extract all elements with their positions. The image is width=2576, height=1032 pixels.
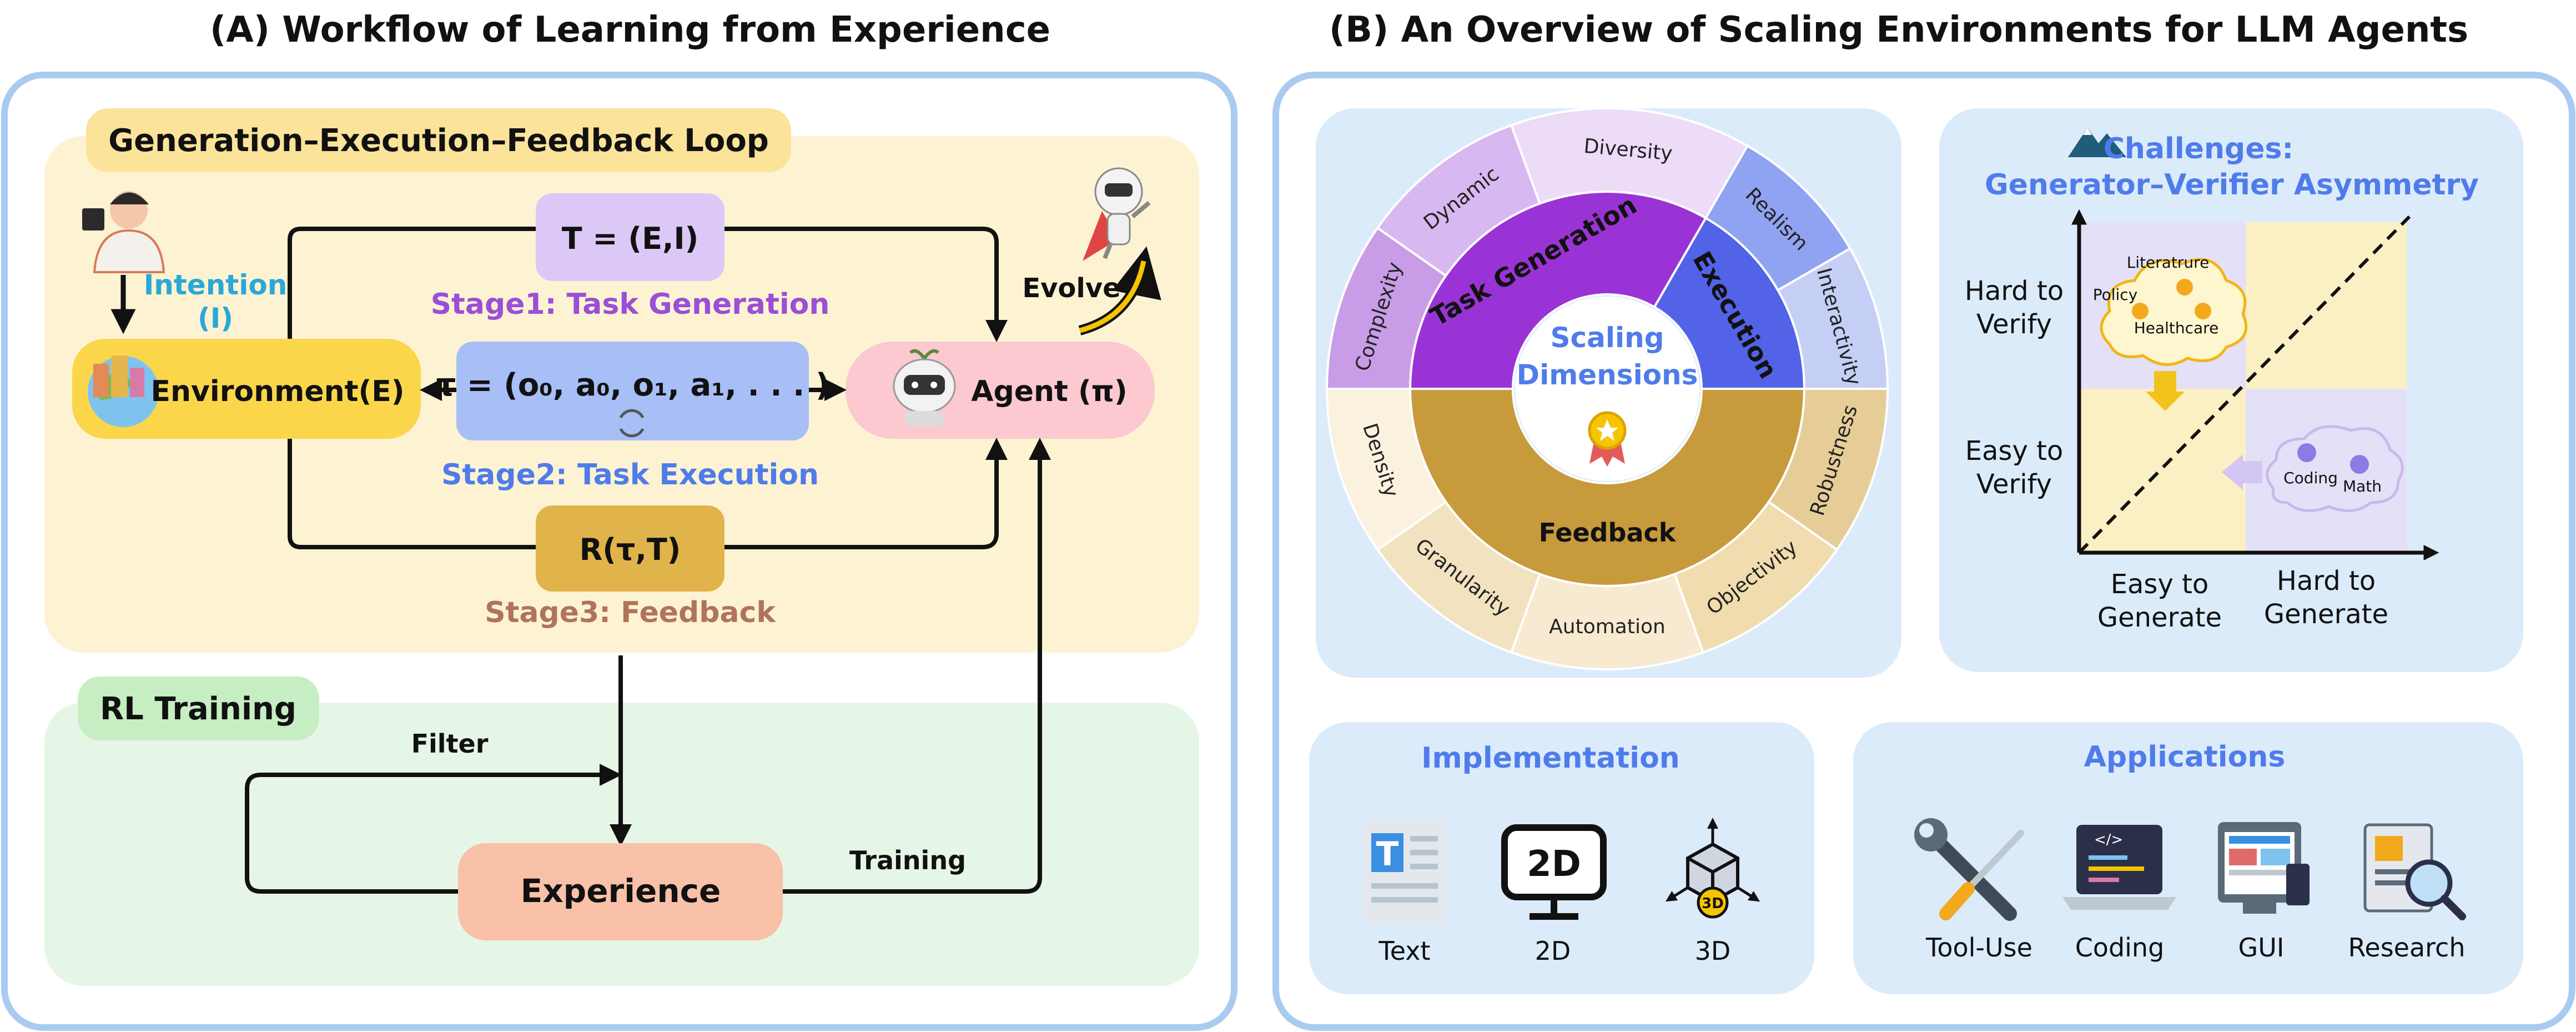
- tool-use-icon: [1914, 818, 2024, 921]
- scaling-wheel: ComplexityDynamicDiversityRealismInterac…: [1325, 107, 1889, 670]
- filter-label: Filter: [411, 729, 489, 759]
- loop-label: Generation–Execution–Feedback Loop: [108, 123, 769, 159]
- robot-icon: [893, 349, 956, 427]
- app-research-label: Research: [2348, 933, 2466, 963]
- gui-icon: [2218, 822, 2310, 914]
- challenges-title-line2: Generator–Verifier Asymmetry: [1985, 168, 2479, 202]
- loop-label-box: [86, 108, 791, 172]
- coding-laptop-icon: </>: [2062, 825, 2176, 910]
- cloud-hard-to-verify: [2100, 258, 2248, 366]
- research-icon: [2363, 823, 2466, 920]
- challenges-title-line1: Challenges:: [2104, 132, 2293, 166]
- applications-card: [1853, 722, 2523, 994]
- impl-2d-label: 2D: [1535, 936, 1571, 966]
- trajectory-box-label: τ = (o₀, a₀, o₁, a₁, . . . ): [436, 367, 830, 403]
- svg-text:2D: 2D: [1527, 844, 1581, 885]
- cloud1-policy: Policy: [2093, 285, 2138, 304]
- app-gui-label: GUI: [2238, 933, 2285, 963]
- intention-symbol: (I): [198, 302, 233, 334]
- task-box-label: T = (E,I): [562, 221, 699, 256]
- impl-3d-label: 3D: [1695, 936, 1731, 966]
- 3d-cube-icon: 3D: [1665, 818, 1760, 919]
- cloud2-coding: Coding: [2283, 469, 2338, 487]
- arrow-task-to-agent: [724, 227, 1008, 342]
- star-icon: [1596, 419, 1618, 441]
- experience-node: [458, 843, 783, 940]
- x-easy-line1: Easy to: [2111, 569, 2209, 600]
- wheel-center-line2: Dimensions: [1517, 359, 1698, 391]
- y-hard-line2: Verify: [1976, 309, 2052, 340]
- cloud1-literature: Literatrure: [2127, 253, 2210, 272]
- cloud1-healthcare: Healthcare: [2134, 319, 2219, 337]
- wheel-inner-label: Feedback: [1539, 518, 1677, 548]
- svg-text:</>: </>: [2094, 831, 2123, 848]
- training-label: Training: [849, 845, 966, 875]
- 2d-monitor-icon: 2D: [1501, 824, 1607, 920]
- wheel-center: [1515, 297, 1699, 481]
- x-hard-line2: Generate: [2264, 599, 2388, 630]
- task-box: [536, 193, 724, 281]
- panel-b-title: (B) An Overview of Scaling Environments …: [1329, 9, 2468, 51]
- feedback-box: [536, 505, 724, 592]
- filter-loop-arrow: [245, 764, 622, 894]
- panel-a-title: (A) Workflow of Learning from Experience: [210, 9, 1050, 51]
- cloud-easy-to-verify: [2266, 425, 2404, 513]
- trajectory-box: [456, 342, 809, 440]
- stage1-label: Stage1: Task Generation: [431, 288, 830, 321]
- text-icon: T: [1363, 819, 1446, 925]
- rl-label-box: [78, 677, 319, 740]
- globe-icon: [88, 355, 159, 427]
- mountain-icon: [2068, 128, 2126, 157]
- stage2-label: Stage2: Task Execution: [441, 458, 819, 492]
- applications-title: Applications: [2084, 740, 2286, 774]
- quadrant-bottom-left: [2079, 389, 2246, 553]
- impl-text-label: Text: [1378, 936, 1430, 966]
- x-hard-line1: Hard to: [2277, 565, 2376, 597]
- user-icon: [82, 191, 165, 273]
- wheel-center-line1: Scaling: [1550, 322, 1664, 354]
- intention-label: Intention: [144, 269, 288, 301]
- y-easy-line2: Verify: [1976, 469, 2052, 500]
- rl-label: RL Training: [100, 691, 296, 727]
- environment-node: [72, 339, 421, 439]
- environment-label: Environment(E): [150, 375, 404, 408]
- y-hard-line1: Hard to: [1965, 275, 2064, 307]
- app-coding-label: Coding: [2075, 933, 2165, 963]
- experience-label: Experience: [521, 872, 721, 910]
- svg-text:3D: 3D: [1702, 895, 1724, 912]
- implementation-title: Implementation: [1421, 742, 1680, 775]
- arrow-experience-to-agent: [783, 438, 1051, 894]
- superhero-robot-icon: [1083, 167, 1151, 261]
- arrow-feedback-to-agent: [724, 438, 1008, 549]
- app-tool-use-label: Tool-Use: [1925, 933, 2032, 963]
- arrow-env-to-task: [288, 227, 536, 339]
- svg-text:T: T: [1376, 835, 1399, 874]
- x-easy-line2: Generate: [2097, 602, 2222, 633]
- evolve-label: Evolve: [1022, 273, 1120, 304]
- cloud2-arrow: [2222, 454, 2262, 490]
- wheel-outer-segment: [1325, 388, 1447, 552]
- stage3-label: Stage3: Feedback: [485, 596, 776, 629]
- agent-label: Agent (π): [971, 375, 1127, 408]
- feedback-box-label: R(τ,T): [580, 532, 681, 567]
- cloud1-arrow: [2146, 371, 2185, 411]
- arrow-env-to-feedback: [288, 439, 536, 549]
- y-easy-line1: Easy to: [1965, 435, 2064, 467]
- cloud2-math: Math: [2343, 477, 2382, 495]
- cycle-icon: [619, 409, 645, 438]
- wheel-outer-label: Automation: [1549, 615, 1666, 638]
- quadrant-top-right: [2246, 222, 2407, 389]
